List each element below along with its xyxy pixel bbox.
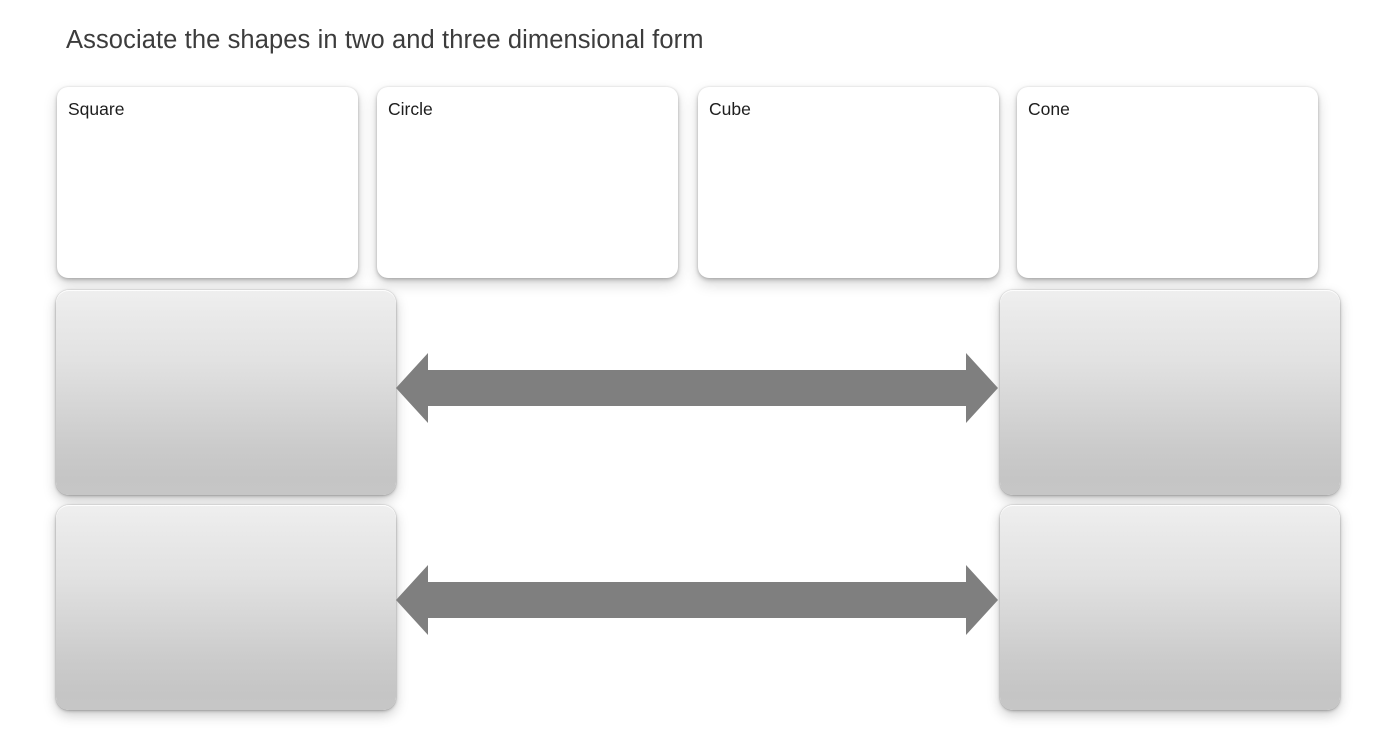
drop-box-top-right[interactable]	[1000, 290, 1340, 495]
drop-box-top-left[interactable]	[56, 290, 396, 495]
double-headed-arrow-icon	[396, 353, 998, 423]
term-card-label: Square	[68, 99, 125, 119]
page-title: Associate the shapes in two and three di…	[66, 26, 704, 54]
drop-box-bottom-left[interactable]	[56, 505, 396, 710]
term-card-label: Cube	[709, 99, 751, 119]
double-headed-arrow-icon	[396, 565, 998, 635]
term-card-label: Cone	[1028, 99, 1070, 119]
term-card-row: Square Circle Cube Cone	[0, 87, 1377, 278]
connector-arrow-top	[394, 348, 1000, 428]
connector-arrow-bottom	[394, 560, 1000, 640]
term-card-cube[interactable]: Cube	[698, 87, 999, 278]
term-card-label: Circle	[388, 99, 433, 119]
term-card-square[interactable]: Square	[57, 87, 358, 278]
term-card-circle[interactable]: Circle	[377, 87, 678, 278]
term-card-cone[interactable]: Cone	[1017, 87, 1318, 278]
drop-box-bottom-right[interactable]	[1000, 505, 1340, 710]
